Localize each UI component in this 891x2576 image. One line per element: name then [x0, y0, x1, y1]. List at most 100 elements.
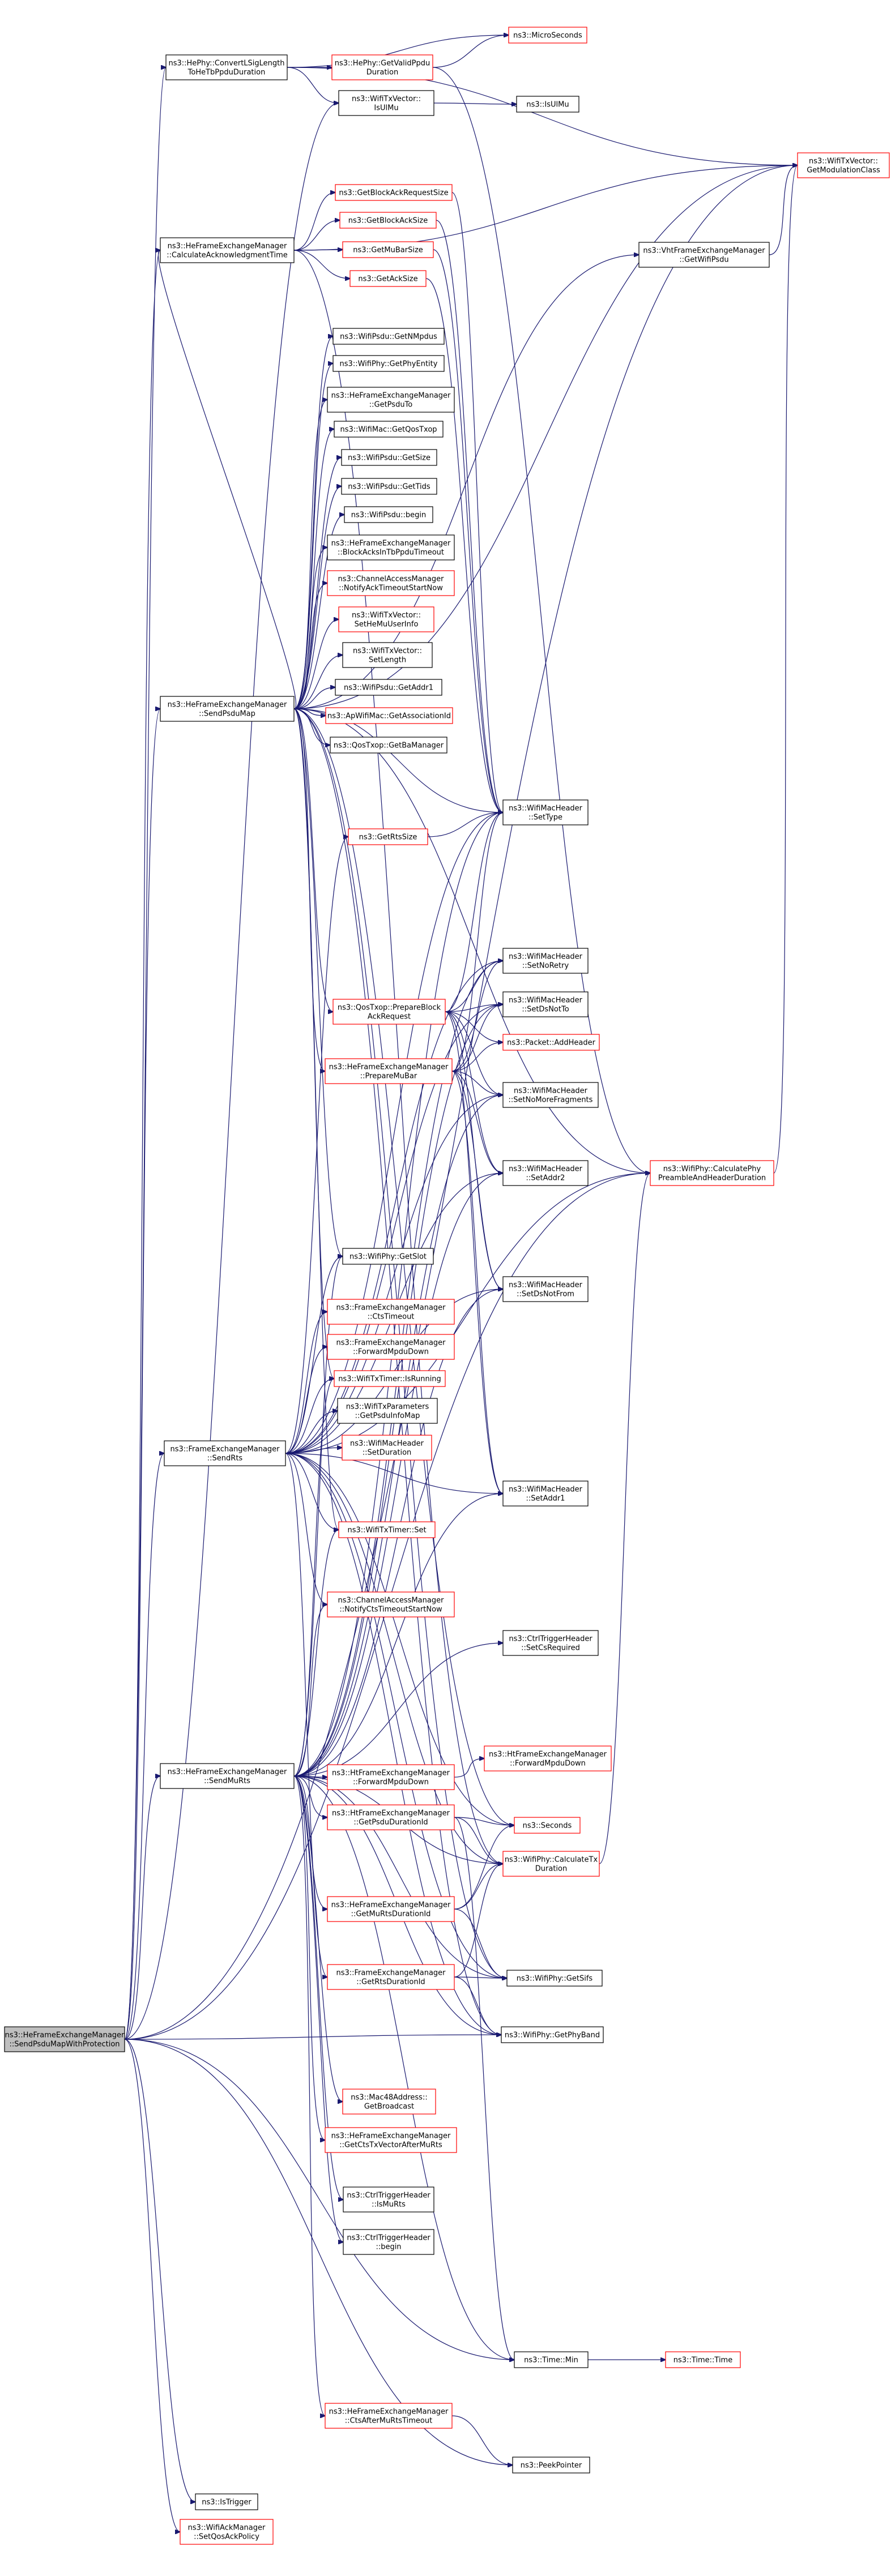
- graph-node-seconds[interactable]: ns3::Seconds: [514, 1817, 581, 1834]
- call-edge-root-to-convertSig: [124, 67, 166, 2040]
- node-label-line: ::IsMuRts: [372, 2201, 406, 2209]
- graph-node-psduGetSize[interactable]: ns3::WifiPsdu::GetSize: [341, 449, 437, 466]
- graph-node-addHeader[interactable]: ns3::Packet::AddHeader: [502, 1034, 600, 1051]
- graph-node-getAckSize[interactable]: ns3::GetAckSize: [349, 270, 427, 287]
- node-label-line: SetHeMuUserInfo: [355, 621, 419, 629]
- call-edge-getPsduDurationId-to-timeMin: [454, 1817, 514, 2360]
- graph-node-getTids[interactable]: ns3::WifiPsdu::GetTids: [341, 478, 437, 495]
- graph-node-notifyAckTimeout[interactable]: ns3::ChannelAccessManager::NotifyAckTime…: [327, 570, 455, 596]
- graph-node-getPsduTo[interactable]: ns3::HeFrameExchangeManager::GetPsduTo: [327, 387, 455, 413]
- graph-node-getAssocId[interactable]: ns3::ApWifiMac::GetAssociationId: [325, 707, 453, 724]
- graph-node-isUlMuTx[interactable]: ns3::WifiTxVector::IsUlMu: [338, 90, 434, 116]
- node-box: [502, 1276, 589, 1302]
- call-edge-prepareMuBar-to-setNoMoreFrag: [451, 1071, 503, 1095]
- graph-node-getSifs[interactable]: ns3::WifiPhy::GetSifs: [506, 1970, 603, 1987]
- graph-node-sendMuRts[interactable]: ns3::FrameExchangeManager::SendRts: [164, 1440, 286, 1466]
- node-box: [180, 2519, 274, 2545]
- graph-node-microSeconds[interactable]: ns3::MicroSeconds: [508, 27, 587, 44]
- graph-node-prepareMuBar[interactable]: ns3::HeFrameExchangeManager::PrepareMuBa…: [325, 1058, 453, 1084]
- node-label-line: Duration: [535, 1865, 567, 1873]
- graph-node-getPhyBand[interactable]: ns3::WifiPhy::GetPhyBand: [501, 2026, 604, 2043]
- graph-node-isRunning[interactable]: ns3::WifiTxTimer::IsRunning: [334, 1370, 446, 1387]
- graph-node-root[interactable]: ns3::HeFrameExchangeManager::SendPsduMap…: [4, 2026, 125, 2052]
- node-label-line: ::SetCsRequired: [521, 1644, 580, 1653]
- graph-node-calcAck[interactable]: ns3::HeFrameExchangeManager::CalculateAc…: [160, 237, 295, 263]
- call-edge-sendPsduMap-to-getAddr1: [293, 687, 335, 709]
- node-label-line: SetLength: [369, 656, 406, 665]
- graph-node-isUlMu[interactable]: ns3::IsUlMu: [516, 96, 579, 113]
- graph-node-setType[interactable]: ns3::WifiMacHeader::SetType: [502, 799, 589, 825]
- graph-node-setAddr1[interactable]: ns3::WifiMacHeader::SetAddr1: [502, 1480, 589, 1507]
- graph-node-getBroadcast[interactable]: ns3::Mac48Address::GetBroadcast: [342, 2089, 436, 2115]
- node-label-line: ::SendMuRts: [204, 1777, 250, 1786]
- node-label-line: ns3::HeFrameExchangeManager: [331, 1901, 451, 1910]
- graph-node-setDsNotTo[interactable]: ns3::WifiMacHeader::SetDsNotTo: [502, 991, 589, 1017]
- graph-node-getPsduInfoMap[interactable]: ns3::WifiTxParameters::GetPsduInfoMap: [337, 1398, 438, 1424]
- graph-node-forwardMpduDown[interactable]: ns3::FrameExchangeManager::ForwardMpduDo…: [327, 1334, 455, 1360]
- node-box: [331, 54, 433, 80]
- graph-node-setAddr2[interactable]: ns3::WifiMacHeader::SetAddr2: [502, 1160, 589, 1186]
- call-edge-prepareMuBar-to-addHeader: [451, 1042, 503, 1072]
- node-layer: ns3::HeFrameExchangeManager::SendPsduMap…: [4, 27, 890, 2545]
- call-edge-sendPsduMap-to-getModClass: [293, 165, 798, 709]
- graph-node-getAddr1[interactable]: ns3::WifiPsdu::GetAddr1: [335, 679, 442, 696]
- graph-node-getMuRtsDurationId[interactable]: ns3::HeFrameExchangeManager::GetMuRtsDur…: [327, 1896, 455, 1922]
- graph-node-calcPhyPreamble[interactable]: ns3::WifiPhy::CalculatePhyPreambleAndHea…: [650, 1160, 774, 1186]
- graph-node-getModClass[interactable]: ns3::WifiTxVector::GetModulationClass: [797, 152, 890, 178]
- call-edge-calcAck-to-getModClass: [293, 165, 798, 251]
- call-edge-getRtsDurationId-to-getSifs: [454, 1977, 507, 1978]
- graph-node-peekPointer[interactable]: ns3::PeekPointer: [512, 2457, 590, 2474]
- graph-node-getSlot[interactable]: ns3::WifiPhy::GetSlot: [342, 1248, 434, 1265]
- graph-node-getQosTxop[interactable]: ns3::WifiMac::GetQosTxop: [334, 421, 444, 438]
- graph-node-timerSet[interactable]: ns3::WifiTxTimer::Set: [338, 1521, 436, 1538]
- graph-node-getBarSize[interactable]: ns3::GetBlockAckRequestSize: [335, 184, 453, 201]
- graph-node-getCtsTxVector[interactable]: ns3::HeFrameExchangeManager::GetCtsTxVec…: [325, 2127, 457, 2153]
- node-box: [337, 1398, 438, 1424]
- graph-node-getBaManager[interactable]: ns3::QosTxop::GetBaManager: [330, 737, 447, 754]
- node-box: [164, 1440, 286, 1466]
- graph-node-getMuBarSize[interactable]: ns3::GetMuBarSize: [342, 241, 434, 258]
- graph-node-ctsTimeout[interactable]: ns3::FrameExchangeManager::CtsTimeout: [327, 1299, 455, 1325]
- node-box: [502, 1851, 600, 1877]
- node-box: [502, 1160, 589, 1186]
- graph-node-setNoMoreFrag[interactable]: ns3::WifiMacHeader::SetNoMoreFragments: [502, 1082, 599, 1108]
- graph-node-sendPsduMap[interactable]: ns3::HeFrameExchangeManager::SendPsduMap: [160, 696, 295, 722]
- graph-node-isMuRts[interactable]: ns3::CtrlTriggerHeader::IsMuRts: [343, 2186, 434, 2213]
- node-label-line: ::NotifyCtsTimeoutStartNow: [339, 1606, 442, 1614]
- graph-node-psduBegin[interactable]: ns3::WifiPsdu::begin: [344, 506, 433, 523]
- graph-node-setQosAckPolicy[interactable]: ns3::WifiAckManager::SetQosAckPolicy: [180, 2519, 274, 2545]
- node-box: [502, 1630, 599, 1656]
- graph-node-getBaSize[interactable]: ns3::GetBlockAckSize: [339, 212, 437, 229]
- graph-node-htForwardMpdu2[interactable]: ns3::HtFrameExchangeManager::ForwardMpdu…: [327, 1764, 455, 1790]
- node-label-line: ns3::WifiAckManager: [188, 2524, 266, 2532]
- graph-node-setCsRequired[interactable]: ns3::CtrlTriggerHeader::SetCsRequired: [502, 1630, 599, 1656]
- call-edge-getBaSize-to-setType: [436, 220, 503, 812]
- graph-node-setDuration[interactable]: ns3::WifiMacHeader::SetDuration: [342, 1435, 432, 1461]
- node-label-line: PreambleAndHeaderDuration: [658, 1174, 766, 1183]
- graph-node-convertSig[interactable]: ns3::HePhy::ConvertLSigLengthToHeTbPpduD…: [165, 54, 288, 80]
- graph-node-setLength[interactable]: ns3::WifiTxVector::SetLength: [342, 642, 433, 668]
- graph-node-vhtGetWifiPpdu[interactable]: ns3::VhtFrameExchangeManager::GetWifiPsd…: [638, 242, 770, 268]
- graph-node-getPsduDurationId[interactable]: ns3::HtFrameExchangeManager::GetPsduDura…: [327, 1804, 455, 1830]
- graph-node-getRtsDurationId[interactable]: ns3::FrameExchangeManager::GetRtsDuratio…: [327, 1964, 455, 1990]
- graph-node-ctsAfterMuRts[interactable]: ns3::HeFrameExchangeManager::CtsAfterMuR…: [325, 2403, 453, 2429]
- graph-node-htForwardMpdu[interactable]: ns3::HtFrameExchangeManager::ForwardMpdu…: [484, 1745, 612, 1771]
- graph-node-timeTime[interactable]: ns3::Time::Time: [665, 2351, 741, 2368]
- node-box: [343, 2186, 434, 2213]
- graph-node-timeMin[interactable]: ns3::Time::Min: [514, 2351, 589, 2368]
- graph-node-setHeMuUserInfo[interactable]: ns3::WifiTxVector::SetHeMuUserInfo: [338, 606, 434, 632]
- graph-node-getPhyEntity[interactable]: ns3::WifiPhy::GetPhyEntity: [332, 355, 445, 372]
- graph-node-heSendMuRts[interactable]: ns3::HeFrameExchangeManager::SendMuRts: [160, 1763, 295, 1789]
- graph-node-blockAcksTimeout[interactable]: ns3::HeFrameExchangeManager::BlockAcksIn…: [327, 534, 455, 560]
- graph-node-setNoRetry[interactable]: ns3::WifiMacHeader::SetNoRetry: [502, 948, 589, 974]
- graph-node-getNMpdus[interactable]: ns3::WifiPsdu::GetNMpdus: [332, 328, 445, 345]
- graph-node-ctrlBegin[interactable]: ns3::CtrlTriggerHeader::begin: [343, 2229, 434, 2255]
- graph-node-isTrigger[interactable]: ns3::IsTrigger: [195, 2493, 258, 2510]
- node-label-line: ns3::FrameExchangeManager: [336, 1969, 446, 1978]
- graph-node-getRtsSize[interactable]: ns3::GetRtsSize: [348, 828, 428, 845]
- graph-node-setDsNotFrom[interactable]: ns3::WifiMacHeader::SetDsNotFrom: [502, 1276, 589, 1302]
- graph-node-notifyCtsTimeout[interactable]: ns3::ChannelAccessManager::NotifyCtsTime…: [327, 1591, 455, 1618]
